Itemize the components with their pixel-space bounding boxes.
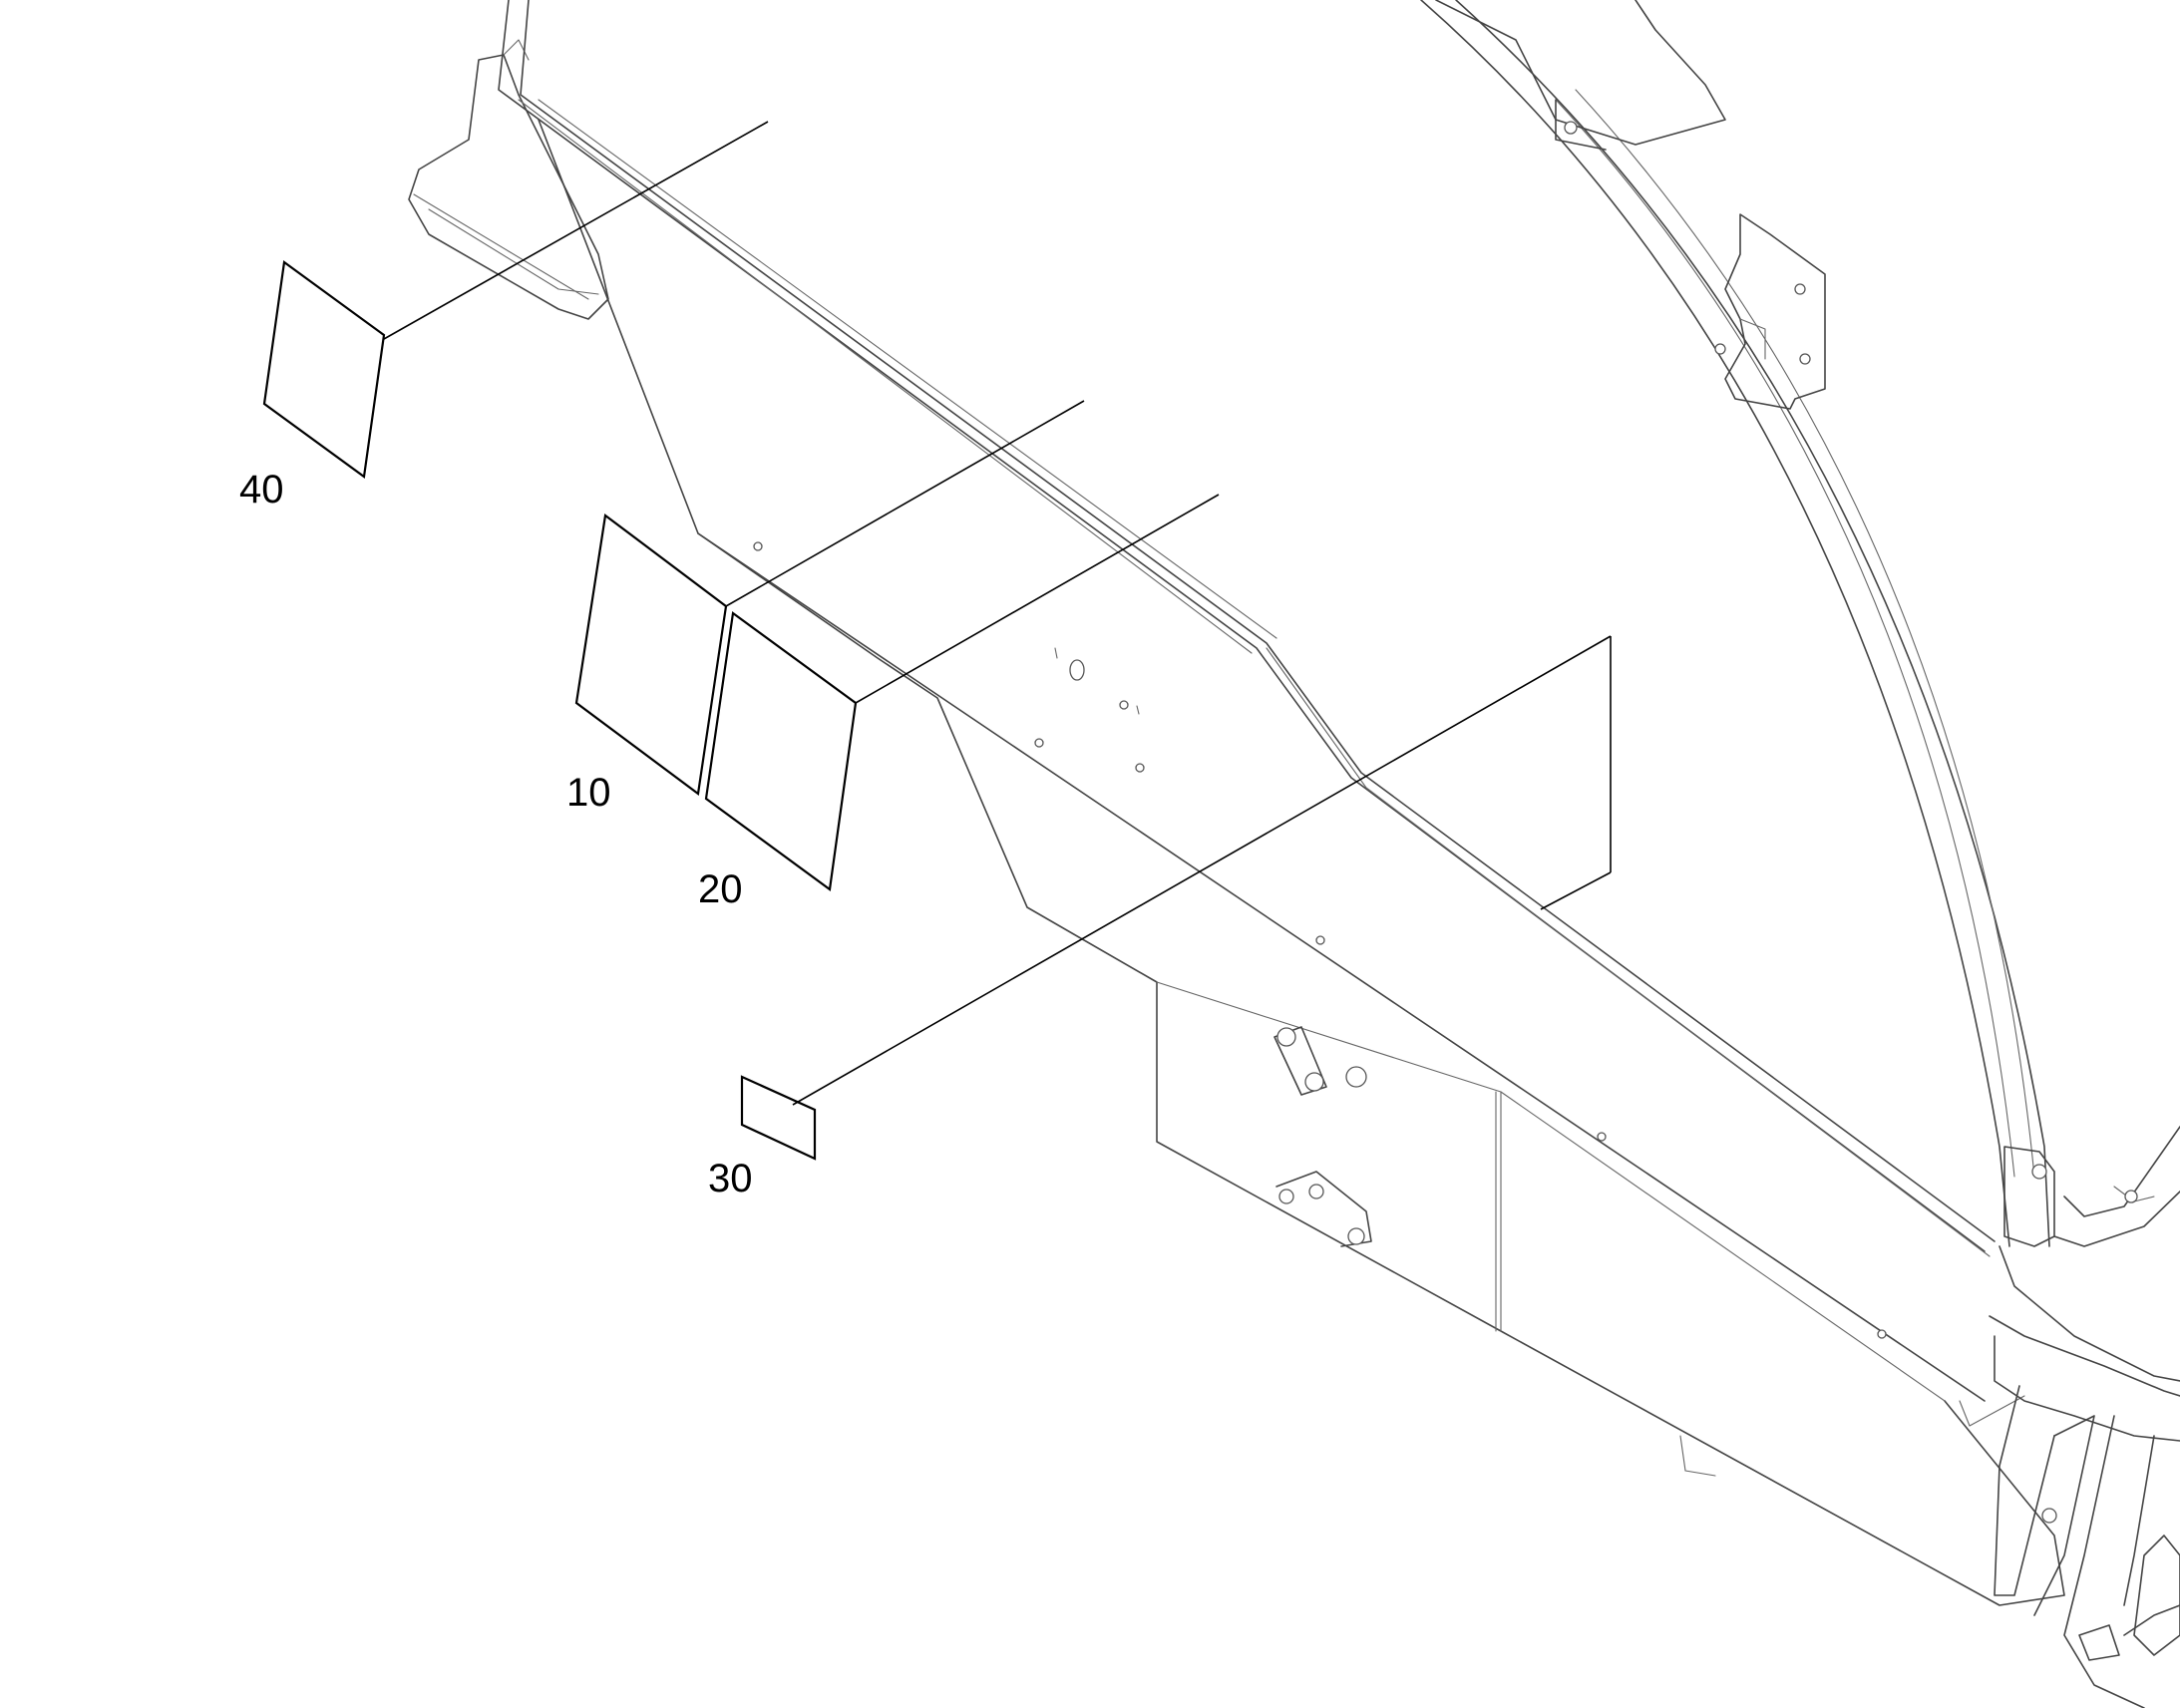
decal-20-leader [855,494,1220,704]
decal-40-outline [262,260,386,479]
callout-label-30: 30 [708,1157,753,1200]
decal-40-leader [383,121,769,340]
mounting-bracket [408,39,609,320]
callout-label-40: 40 [239,468,284,512]
decal-10: 10 [566,400,1085,815]
slotted-bracket [1273,1026,1372,1247]
upper-rail [498,0,1996,1257]
machine-frame-assembly [408,0,2180,1708]
decal-40: 40 [239,121,769,512]
decal-30-outline [740,1075,817,1161]
arch-frame [1420,0,2050,1247]
callout-label-10: 10 [566,771,611,815]
decal-20-outline [704,611,858,891]
panel-holes [753,541,1887,1339]
decal-30-leader-return [1540,871,1612,910]
lower-right-structure [1989,1126,2180,1708]
decal-30: 30 [708,635,1612,1200]
side-panel [538,119,2065,1606]
callout-label-20: 20 [698,867,743,911]
decal-30-leader [792,635,1612,1106]
hinge-bracket [1714,213,1826,410]
decal-10-outline [574,513,728,796]
decal-10-leader [725,400,1085,607]
decal-20: 20 [698,494,1220,911]
